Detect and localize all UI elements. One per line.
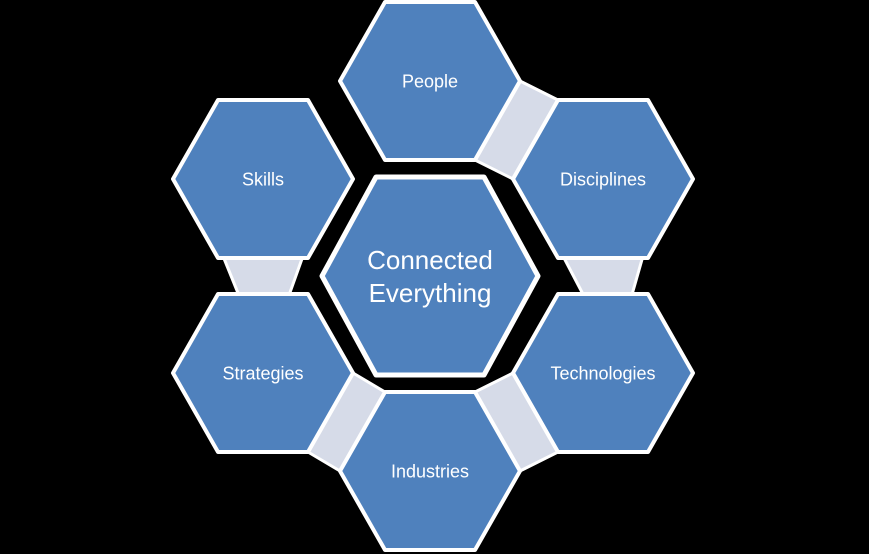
hexagon-technologies-label: Technologies <box>550 363 655 383</box>
center-label-line2: Everything <box>369 278 492 308</box>
hexagon-people-shape <box>338 0 522 162</box>
hexagon-center-shape <box>319 174 541 378</box>
hexagon-strategies-shape <box>171 292 355 454</box>
hexagon-disciplines-shape <box>511 98 695 260</box>
hexagon-skills-label: Skills <box>242 169 284 189</box>
hexagon-people: People <box>338 0 522 162</box>
hexagon-industries-shape <box>338 390 522 552</box>
center-label-line1: Connected <box>367 245 493 275</box>
hexagon-people-label: People <box>402 71 458 91</box>
hexagon-industries: Industries <box>338 390 522 552</box>
hexagon-disciplines: Disciplines <box>511 98 695 260</box>
hexagon-skills-shape <box>171 98 355 260</box>
hexagon-technologies: Technologies <box>511 292 695 454</box>
hexagon-strategies: Strategies <box>171 292 355 454</box>
hexagon-disciplines-label: Disciplines <box>560 169 646 189</box>
hexagon-center: Connected Everything <box>319 174 541 378</box>
hexagon-skills: Skills <box>171 98 355 260</box>
hexagon-technologies-shape <box>511 292 695 454</box>
hexagon-industries-label: Industries <box>391 461 469 481</box>
hexagon-strategies-label: Strategies <box>222 363 303 383</box>
